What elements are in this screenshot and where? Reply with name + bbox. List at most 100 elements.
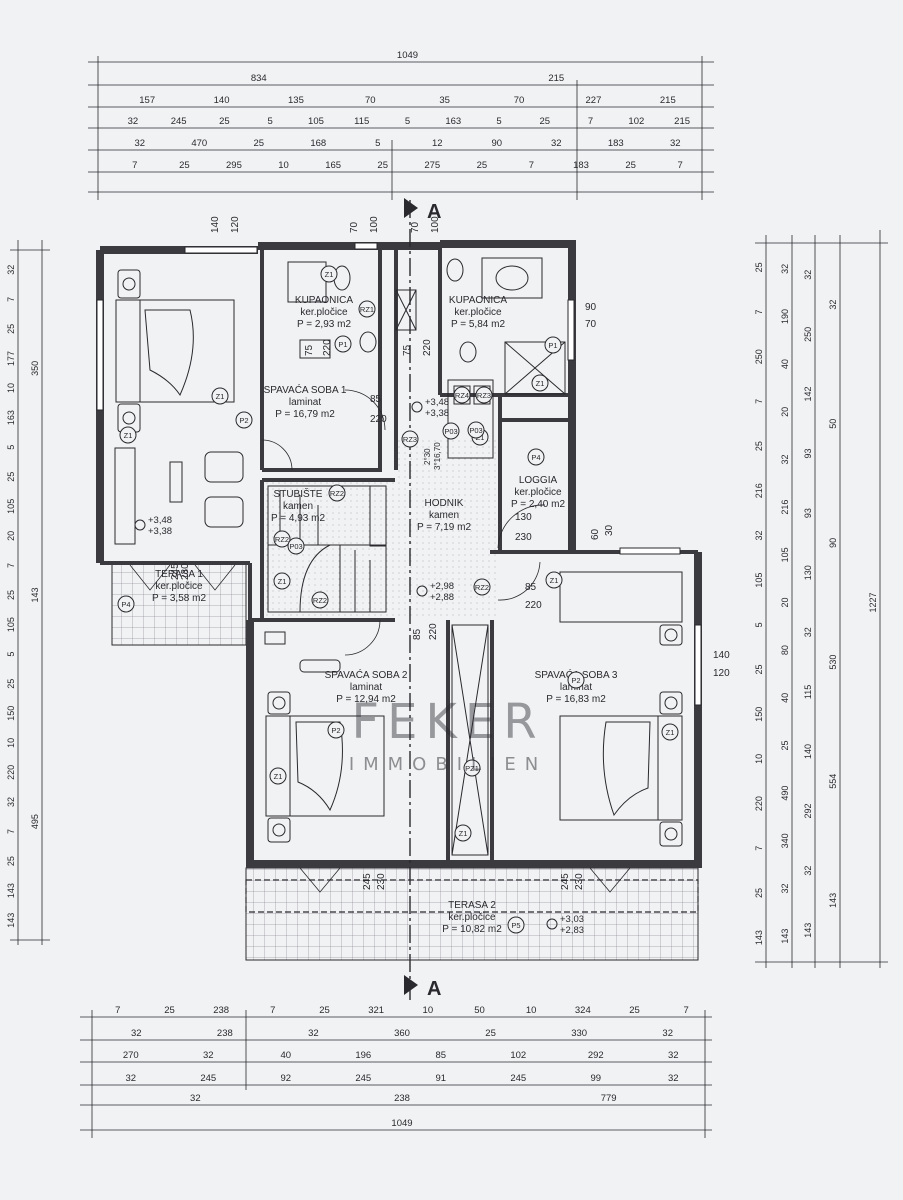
dim-top-label: 12 [432,138,443,149]
dim-bottom-label: 32 [668,1050,679,1061]
dim-right-label: 32 [803,270,813,280]
fixture-symbol-icon [545,571,563,589]
level-mark-icon [134,519,146,531]
dim-left-label: 177 [6,351,16,366]
bathroom-fixtures [287,257,566,395]
dim-right-label: 40 [780,359,790,369]
inner-dim-label: 60 [590,528,601,540]
room-name-terasa_1: TERASA 1 [155,569,203,580]
dim-top-label: 163 [445,116,461,127]
dim-top-label: 245 [171,116,187,127]
room-code-label: P1 [338,340,347,349]
dim-right-label: 80 [780,645,790,655]
room-floor-hodnik: kamen [429,510,459,521]
dim-left-label: 7 [6,829,16,834]
stair-note-1: 2°30 [423,448,432,465]
dim-top-label: 25 [253,138,264,149]
stair-note-2: 3°16,70 [433,442,442,470]
dim-left-label: 25 [6,856,16,866]
room-name-kupaonica_2: KUPAONICA [449,295,507,306]
dim-top-label: 295 [226,160,242,171]
room-floor-terasa_2: ker.pločice [448,912,496,923]
fixture-symbol-icon [463,759,481,777]
dim-right-label: 7 [754,846,764,851]
room-name-hodnik: HODNIK [425,498,464,509]
dim-right-label: 25 [754,441,764,451]
room-floor-loggia: ker.pločice [514,487,562,498]
dim-right-label: 32 [780,264,790,274]
dim-top-label: 165 [325,160,341,171]
dim-right-label: 25 [780,740,790,750]
fixture-symbol-label: RZ2 [313,596,327,605]
level-marks: +3,48+3,38+3,48+3,38+2,98+2,88+3,03+2,83 [134,397,584,936]
dim-right-label: 143 [803,923,813,938]
dim-left-label: 7 [6,563,16,568]
watermark-line2: IMMOBILIEN [349,754,547,775]
room-code-label: P03 [469,426,482,435]
dim-top-label: 7 [678,160,683,171]
dim-top-label: 215 [660,95,676,106]
dim-top-label: 32 [134,138,145,149]
dimension-lines-top [88,56,714,200]
dim-right-label: 150 [754,707,764,722]
dim-left-label: 7 [6,297,16,302]
fixture-symbol-icon [269,767,287,785]
fixture-symbol-label: RZ3 [403,435,417,444]
dim-bottom-label: 196 [355,1050,371,1061]
room-code-label: P4 [121,600,130,609]
dim-top-label: 70 [365,95,376,106]
inner-dim-label: 230 [376,873,387,890]
fixture-symbol-icon [273,530,291,548]
dim-left-label: 163 [6,410,16,425]
dim-right-label: 20 [780,407,790,417]
inner-dim-label: 220 [428,623,439,640]
dim-right-label: 32 [780,883,790,893]
room-code-label: P2 [571,676,580,685]
dim-bottom-label: 7 [270,1005,275,1016]
dim-left-label: 32 [6,265,16,275]
level-top: +2,98 [430,581,454,592]
dim-left-label: 20 [6,531,16,541]
dim-bottom-label: 270 [123,1050,139,1061]
fixture-symbol-icon [475,386,493,404]
inner-dim-label: 85 [412,628,423,640]
dim-bottom-label: 50 [474,1005,485,1016]
dimension-lines-left [10,240,50,945]
level-mark-icon [411,401,423,413]
dimension-labels-right: 2572507252163210552515010220725143321904… [754,262,878,945]
dim-top-label: 25 [377,160,388,171]
inner-dim-label: 120 [713,668,730,679]
dim-right-label: 25 [754,262,764,272]
fixture-symbol-icon [661,723,679,741]
dim-top-label: 25 [540,116,551,127]
dim-right-label: 190 [780,309,790,324]
fixture-symbol-label: RZ2 [330,489,344,498]
dim-bottom-label: 25 [319,1005,330,1016]
fixture-symbol-icon [119,426,137,444]
dim-bottom-label: 32 [668,1073,679,1084]
dim-right-label: 32 [780,454,790,464]
fixture-symbols: Z1Z1RZ1Z1Z1RZ2RZ2Z1RZ2RZ3RZ4PZ1Z1Z1Z1RZ2… [117,265,679,934]
fixture-symbol-label: Z1 [536,379,545,388]
dim-right-label: 130 [803,565,813,580]
room-area-kupaonica_2: P = 5,84 m2 [451,319,505,330]
dim-right-label: 216 [754,483,764,498]
room-code-icon [467,421,485,439]
dim-bottom-label: 25 [164,1005,175,1016]
room-area-terasa_1: P = 3,58 m2 [152,593,206,604]
bed-room-3 [559,571,683,847]
room-code-icon [235,411,253,429]
level-bottom: +3,38 [148,526,172,537]
room-area-stubiste: P = 4,93 m2 [271,513,325,524]
dim-bottom-label: 32 [662,1028,673,1039]
fixture-symbol-label: P03 [444,427,457,436]
fixture-symbol-icon [273,572,291,590]
room-area-terasa_2: P = 10,82 m2 [442,924,502,935]
dim-top-label: 90 [491,138,502,149]
fixture-symbol-label: Z1 [459,829,468,838]
room-floor-spavaca_soba_2: laminat [350,682,382,693]
fixture-symbol-icon [453,386,471,404]
dim-bottom-label: 7 [684,1005,689,1016]
inner-dim-label: 120 [230,216,241,233]
bed-room-2 [264,631,385,843]
